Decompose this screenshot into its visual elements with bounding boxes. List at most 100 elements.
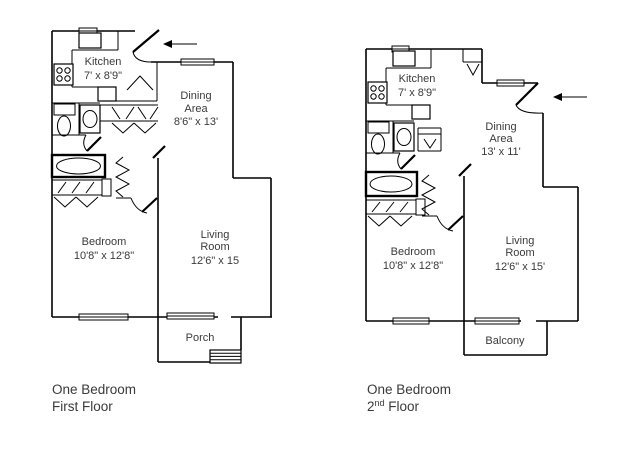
door-leaf — [86, 136, 102, 152]
kitchen-label: Kitchen — [399, 73, 436, 85]
washer-icon — [393, 122, 415, 152]
entry-arrow-icon — [553, 93, 587, 101]
closet-hatch — [111, 106, 159, 120]
closet-hatch — [57, 181, 95, 194]
dishwasher-icon — [411, 104, 431, 120]
linen-closet — [52, 178, 112, 208]
bathtub-icon — [50, 153, 107, 179]
door-swing-arc — [130, 197, 148, 214]
dining-label: Dining — [180, 90, 211, 102]
dining-label: Dining — [485, 121, 516, 133]
bedroom-label: Bedroom — [82, 236, 127, 248]
bedroom-dims: 10'8" x 12'8" — [74, 250, 134, 262]
kitchen-layout — [53, 31, 158, 102]
accordion-door — [420, 174, 437, 216]
door-leaf — [132, 29, 160, 53]
sink-icon — [53, 103, 76, 116]
dining-dims: 8'6" x 13' — [174, 116, 218, 128]
balcony-outline — [463, 321, 548, 356]
kitchen-label: Kitchen — [85, 56, 122, 68]
door-leaf — [400, 154, 416, 170]
door-leaf — [515, 82, 539, 106]
door-swing-arc — [132, 51, 152, 63]
door-leaf — [447, 215, 464, 231]
washer-icon — [79, 104, 101, 134]
hall-doors — [420, 163, 472, 232]
toilet-icon — [371, 133, 385, 155]
floorplan-first-floor: Kitchen 7' x 8'9" Dining Area 8'6" x 13'… — [50, 27, 272, 414]
stove-icon — [53, 63, 74, 86]
plan-caption: First Floor — [52, 399, 113, 414]
fridge-icon — [78, 32, 102, 49]
door-swing-arc — [436, 215, 454, 232]
hall-closet — [100, 104, 159, 134]
bathtub-icon — [364, 170, 419, 198]
bifold-door-mark — [53, 196, 99, 208]
bathroom-layout — [52, 102, 102, 152]
toilet-icon — [57, 115, 71, 137]
bifold-door-mark — [111, 122, 157, 134]
entry-door-icon — [515, 82, 544, 114]
shelf-box — [101, 178, 112, 197]
entry-arrow-icon — [163, 40, 197, 48]
door-leaf — [141, 197, 158, 213]
closet-wall — [366, 199, 416, 215]
window — [496, 79, 525, 87]
closet-wall — [52, 179, 102, 196]
closet-wall — [462, 49, 482, 63]
arrow-head — [553, 93, 562, 101]
door-leaf — [458, 163, 472, 177]
caption-text: Floor — [385, 399, 420, 414]
bifold-door-mark — [126, 75, 154, 91]
floorplan-second-floor: Kitchen 7' x 8'9" Dining Area 13' x 11' … — [364, 45, 587, 414]
plan-caption: One Bedroom — [367, 382, 451, 397]
sink-icon — [367, 121, 390, 134]
bedroom-label: Bedroom — [391, 246, 436, 258]
door-swing-arc — [515, 104, 544, 114]
dining-dims: 13' x 11' — [481, 146, 520, 158]
closet-hatch — [371, 201, 409, 213]
kitchen-dims: 7' x 8'9" — [398, 87, 436, 99]
porch-outline — [157, 317, 242, 364]
arrow-head — [163, 40, 172, 48]
window — [392, 317, 430, 325]
living-dims: 12'6" x 15 — [191, 255, 239, 267]
entry-door-icon — [132, 29, 160, 63]
kitchen-dims: 7' x 8'9" — [84, 70, 122, 82]
closet-wall — [100, 104, 158, 122]
kitchen-layout — [367, 50, 431, 120]
living-label: Room — [505, 247, 534, 259]
linen-closet — [366, 198, 426, 227]
bifold-door-mark — [423, 138, 437, 149]
caption-text: First Floor — [52, 399, 113, 414]
caption-text: 2 — [367, 399, 375, 414]
door-leaf — [152, 145, 166, 159]
living-label: Room — [200, 241, 229, 253]
window — [166, 312, 215, 320]
plan-caption: 2nd Floor — [367, 398, 420, 414]
dining-label: Area — [184, 103, 208, 115]
bifold-door-mark — [367, 215, 413, 227]
dining-label: Area — [489, 133, 513, 145]
bathroom-layout — [366, 120, 442, 170]
fridge-icon — [392, 50, 416, 67]
accordion-door — [114, 156, 131, 198]
hall-doors — [114, 145, 166, 214]
plan-caption: One Bedroom — [52, 382, 136, 397]
door-swing-arc — [83, 134, 88, 152]
living-label: Living — [201, 229, 230, 241]
stove-icon — [367, 81, 388, 104]
closet-wall — [417, 127, 442, 152]
porch-label: Porch — [186, 332, 215, 344]
caption-superscript: nd — [375, 398, 385, 408]
steps-icon — [209, 349, 242, 364]
window — [78, 313, 129, 321]
bath-closet — [417, 127, 442, 152]
living-label: Living — [506, 235, 535, 247]
door-swing-arc — [397, 152, 402, 170]
window — [474, 317, 520, 325]
steps-lines — [210, 352, 241, 361]
entry-closet — [430, 49, 482, 77]
shelf-box — [415, 198, 426, 216]
